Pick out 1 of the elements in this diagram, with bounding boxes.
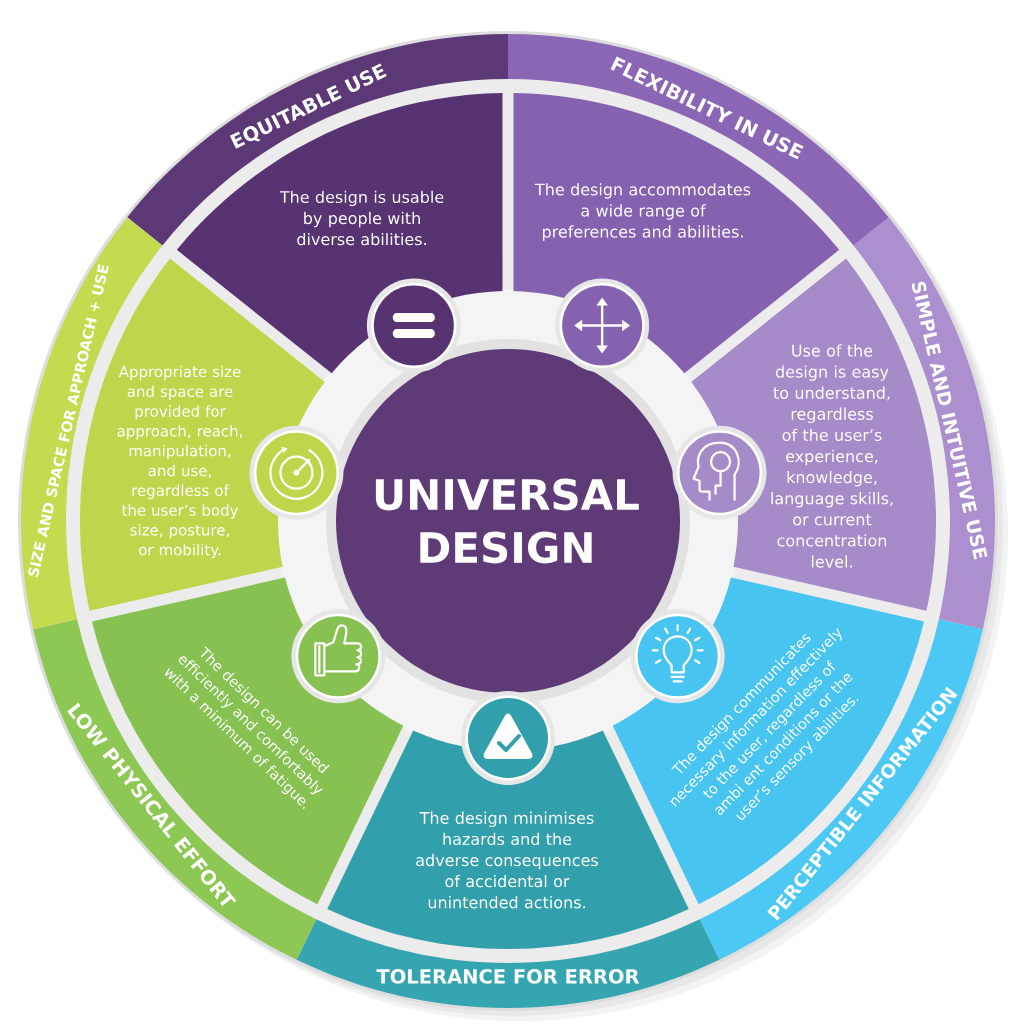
heading-band: TOLERANCE FOR ERROR [296, 919, 720, 1008]
